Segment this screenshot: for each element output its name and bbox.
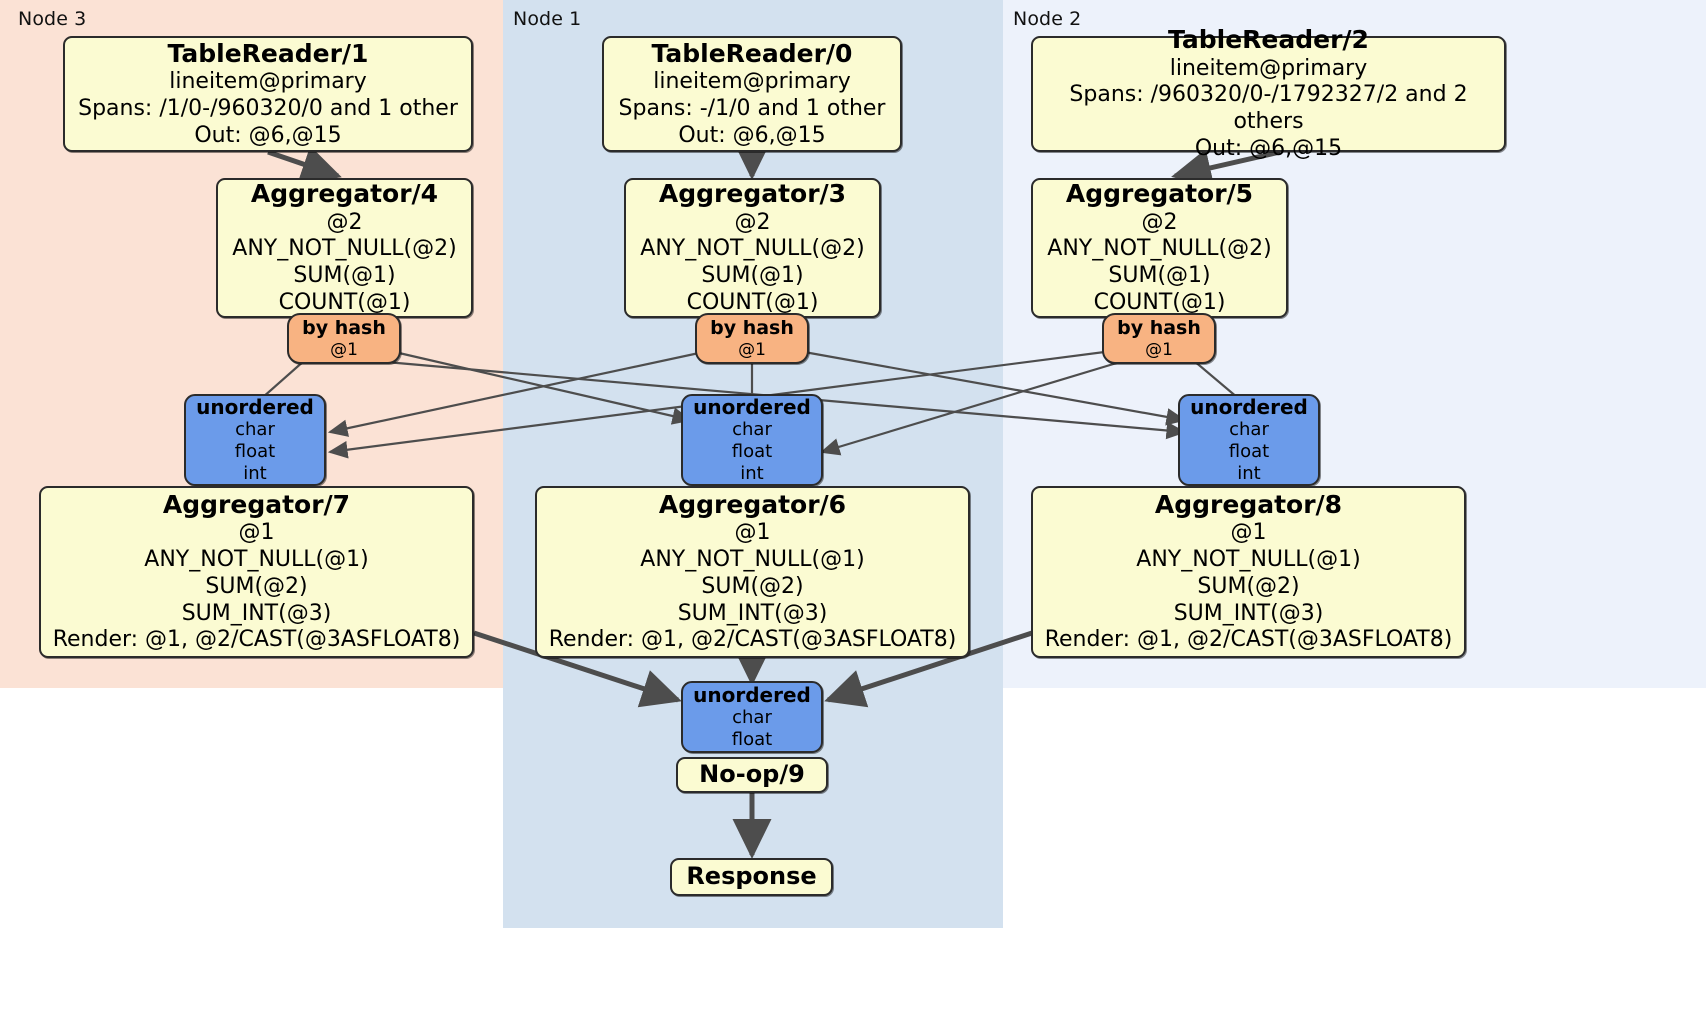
box-line: SUM_INT(@3) bbox=[181, 600, 332, 626]
sync-line: float bbox=[234, 441, 276, 463]
box-line: Render: @1, @2/CAST(@3ASFLOAT8) bbox=[1044, 627, 1453, 653]
box-line: @1 bbox=[1230, 520, 1267, 546]
box-noop-9[interactable]: No-op/9 bbox=[676, 757, 828, 793]
sync-line: char bbox=[732, 707, 772, 729]
box-aggregator-6[interactable]: Aggregator/6 @1 ANY_NOT_NULL(@1) SUM(@2)… bbox=[535, 486, 970, 658]
box-line: Out: @6,@15 bbox=[678, 122, 826, 148]
box-title: Aggregator/4 bbox=[250, 179, 439, 209]
box-line: ANY_NOT_NULL(@2) bbox=[640, 236, 865, 262]
box-line: ANY_NOT_NULL(@1) bbox=[1136, 547, 1361, 572]
box-line: Spans: /960320/0-/1792327/2 and 2 others bbox=[1069, 82, 1468, 135]
box-title: Aggregator/8 bbox=[1154, 489, 1343, 519]
box-line: lineitem@primary bbox=[653, 69, 851, 94]
box-line: SUM(@1) bbox=[293, 263, 396, 289]
box-title: Response bbox=[686, 862, 817, 891]
box-line: SUM(@2) bbox=[701, 573, 804, 599]
box-tablereader-0[interactable]: TableReader/0 lineitem@primary Spans: -/… bbox=[602, 36, 902, 152]
box-line: @1 bbox=[734, 520, 771, 546]
box-line: COUNT(@1) bbox=[278, 290, 411, 316]
router-title: by hash bbox=[710, 316, 794, 339]
box-title: Aggregator/5 bbox=[1065, 179, 1254, 209]
box-line: SUM(@1) bbox=[701, 263, 804, 289]
box-line: SUM(@2) bbox=[205, 573, 308, 599]
box-line: SUM(@2) bbox=[1197, 573, 1300, 599]
box-line: ANY_NOT_NULL(@2) bbox=[1047, 236, 1272, 262]
box-line: ANY_NOT_NULL(@1) bbox=[640, 547, 865, 572]
box-line: SUM(@1) bbox=[1108, 263, 1211, 289]
box-line: SUM_INT(@3) bbox=[1173, 600, 1324, 626]
box-line: lineitem@primary bbox=[169, 69, 367, 94]
box-line: SUM_INT(@3) bbox=[677, 600, 828, 626]
sync-line: int bbox=[740, 463, 764, 485]
box-title: Aggregator/6 bbox=[658, 489, 847, 519]
box-aggregator-7[interactable]: Aggregator/7 @1 ANY_NOT_NULL(@1) SUM(@2)… bbox=[39, 486, 474, 658]
sync-unordered-center[interactable]: unordered char float int bbox=[681, 394, 823, 486]
box-line: COUNT(@1) bbox=[1093, 290, 1226, 316]
router-title: by hash bbox=[1117, 316, 1201, 339]
box-line: Spans: /1/0-/960320/0 and 1 other bbox=[78, 95, 458, 121]
sync-line: int bbox=[1237, 463, 1261, 485]
box-aggregator-5[interactable]: Aggregator/5 @2 ANY_NOT_NULL(@2) SUM(@1)… bbox=[1031, 178, 1288, 318]
box-title: TableReader/1 bbox=[167, 38, 369, 68]
box-line: Render: @1, @2/CAST(@3ASFLOAT8) bbox=[52, 627, 461, 653]
box-tablereader-2[interactable]: TableReader/2 lineitem@primary Spans: /9… bbox=[1031, 25, 1506, 161]
sync-line: float bbox=[731, 441, 773, 463]
sync-unordered-final[interactable]: unordered char float bbox=[681, 681, 823, 753]
sync-unordered-right[interactable]: unordered char float int bbox=[1178, 394, 1320, 486]
box-line: @2 bbox=[326, 209, 363, 235]
router-by-hash-left[interactable]: by hash @1 bbox=[287, 313, 401, 364]
box-line: Out: @6,@15 bbox=[1194, 136, 1343, 162]
sync-title: unordered bbox=[693, 394, 811, 419]
box-title: TableReader/2 bbox=[1168, 25, 1369, 55]
box-line: Out: @6,@15 bbox=[194, 122, 342, 148]
box-line: @2 bbox=[1141, 209, 1178, 235]
box-line: @2 bbox=[734, 209, 771, 235]
box-line: Render: @1, @2/CAST(@3ASFLOAT8) bbox=[548, 627, 957, 653]
box-response[interactable]: Response bbox=[670, 858, 833, 896]
box-aggregator-4[interactable]: Aggregator/4 @2 ANY_NOT_NULL(@2) SUM(@1)… bbox=[216, 178, 473, 318]
router-title: by hash bbox=[302, 316, 386, 339]
box-line: Spans: -/1/0 and 1 other bbox=[618, 95, 886, 121]
sync-line: char bbox=[235, 419, 275, 441]
box-tablereader-1[interactable]: TableReader/1 lineitem@primary Spans: /1… bbox=[63, 36, 473, 152]
box-title: TableReader/0 bbox=[651, 38, 853, 68]
node-panel-label-node3: Node 3 bbox=[18, 8, 87, 30]
box-line: @1 bbox=[238, 520, 275, 546]
sync-title: unordered bbox=[693, 682, 811, 707]
box-title: Aggregator/3 bbox=[658, 179, 847, 209]
box-aggregator-3[interactable]: Aggregator/3 @2 ANY_NOT_NULL(@2) SUM(@1)… bbox=[624, 178, 881, 318]
router-by-hash-center[interactable]: by hash @1 bbox=[695, 313, 809, 364]
sync-line: char bbox=[732, 419, 772, 441]
sync-line: float bbox=[1228, 441, 1270, 463]
box-aggregator-8[interactable]: Aggregator/8 @1 ANY_NOT_NULL(@1) SUM(@2)… bbox=[1031, 486, 1466, 658]
router-by-hash-right[interactable]: by hash @1 bbox=[1102, 313, 1216, 364]
box-title: No-op/9 bbox=[699, 760, 805, 789]
box-title: Aggregator/7 bbox=[162, 489, 351, 519]
node-panel-label-node1: Node 1 bbox=[513, 8, 582, 30]
sync-line: char bbox=[1229, 419, 1269, 441]
box-line: COUNT(@1) bbox=[686, 290, 819, 316]
sync-unordered-left[interactable]: unordered char float int bbox=[184, 394, 326, 486]
box-line: lineitem@primary bbox=[1169, 55, 1368, 81]
sync-title: unordered bbox=[196, 394, 314, 419]
router-line: @1 bbox=[330, 339, 358, 360]
router-line: @1 bbox=[1145, 339, 1173, 360]
router-line: @1 bbox=[738, 339, 766, 360]
sync-line: int bbox=[243, 463, 267, 485]
node-panel-label-node2: Node 2 bbox=[1013, 8, 1082, 30]
sync-line: float bbox=[731, 729, 773, 751]
sync-title: unordered bbox=[1190, 394, 1308, 419]
box-line: ANY_NOT_NULL(@2) bbox=[232, 236, 457, 262]
box-line: ANY_NOT_NULL(@1) bbox=[144, 547, 369, 572]
